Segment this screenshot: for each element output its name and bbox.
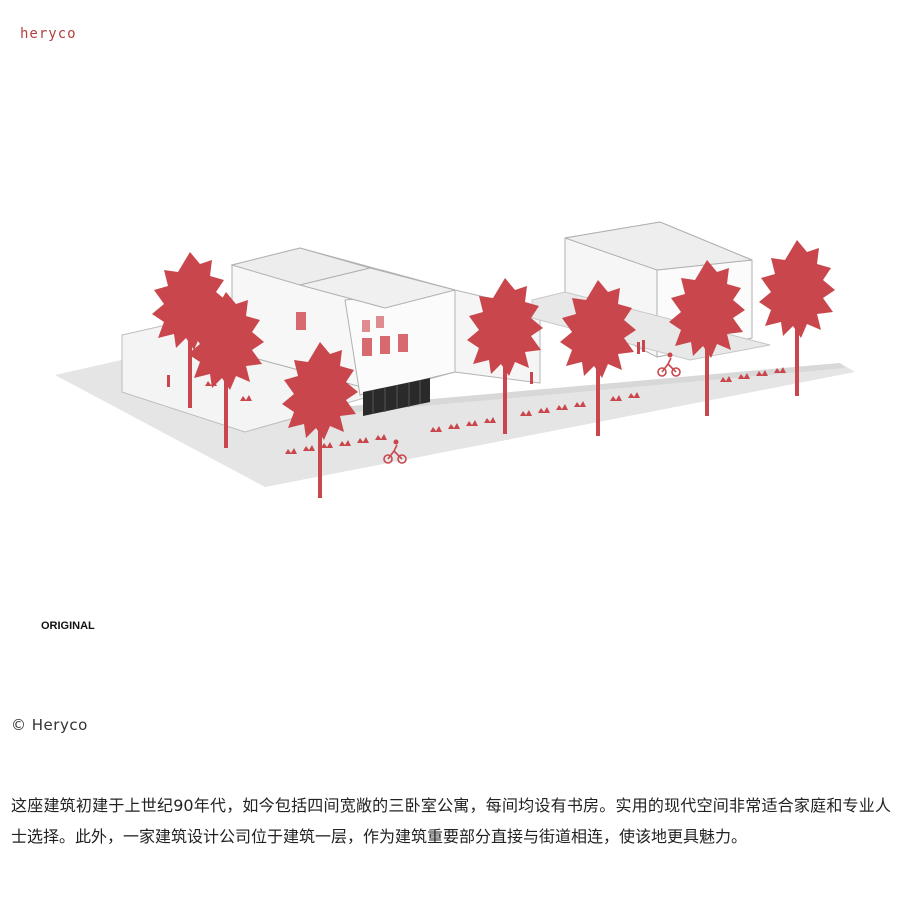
original-stamp: ORIGINAL — [41, 620, 95, 632]
isometric-building-illustration — [55, 221, 855, 498]
figure-image: heryco — [20, 26, 855, 632]
image-caption: © Heryco — [11, 716, 88, 734]
article-paragraph: 这座建筑初建于上世纪90年代，如今包括四间宽敞的三卧室公寓，每间均设有书房。实用… — [11, 796, 891, 846]
heryco-logo: heryco — [20, 26, 77, 42]
